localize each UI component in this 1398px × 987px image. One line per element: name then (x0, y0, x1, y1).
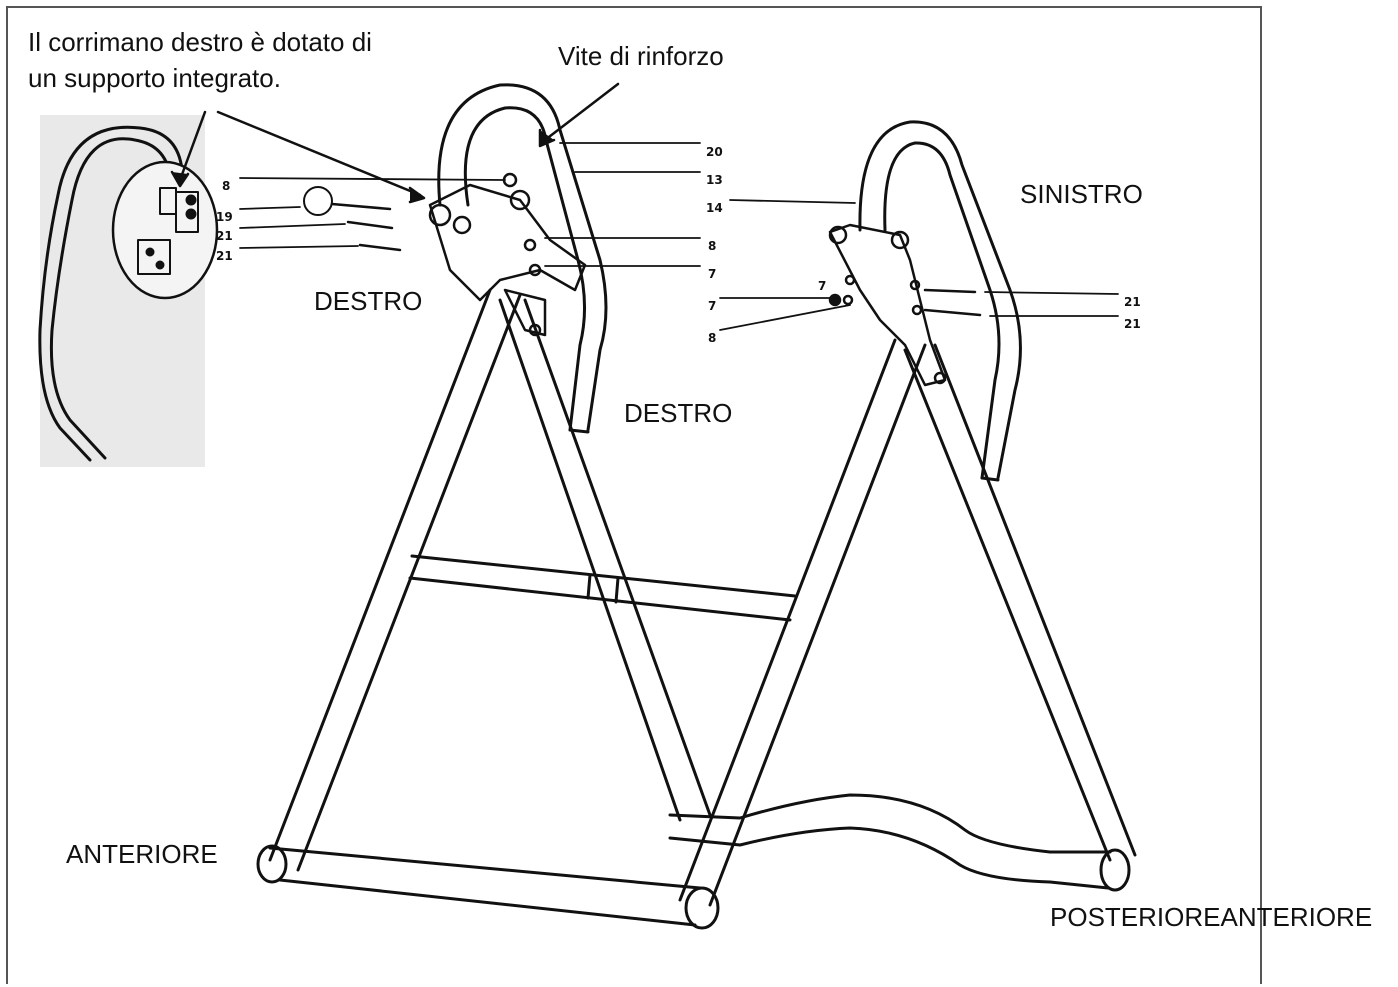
right-bracket-assembly (303, 172, 587, 337)
left-handrail (858, 120, 1022, 482)
part-number-13: 13 (706, 173, 723, 187)
left-bracket-assembly (828, 223, 982, 387)
part-number-21: 21 (216, 229, 233, 243)
label-anteriore: ANTERIORE (66, 839, 218, 869)
part-number-21: 21 (1124, 317, 1141, 331)
part-number-19: 19 (216, 210, 233, 224)
right-handrail (437, 83, 608, 434)
label-destro-left: DESTRO (314, 286, 423, 316)
label-destro-right: DESTRO (624, 398, 733, 428)
part-number-7: 7 (708, 299, 717, 313)
part-number-14: 14 (706, 201, 723, 215)
diagram-frame (6, 6, 1262, 984)
part-number-7: 7 (708, 267, 717, 281)
main-frame (256, 288, 1137, 930)
part-number-8: 8 (708, 239, 717, 253)
part-leader-lines (239, 142, 1119, 331)
part-number-21: 21 (1124, 295, 1141, 309)
callout-arrows (170, 82, 620, 204)
handrail-note-line2: un supporto integrato. (28, 63, 281, 93)
part-number-20: 20 (706, 145, 723, 159)
part-number-21: 21 (216, 249, 233, 263)
label-sinistro: SINISTRO (1020, 179, 1143, 209)
handrail-note-line1: Il corrimano destro è dotato di (28, 27, 372, 57)
handrail-detail-inset (38, 115, 219, 467)
handrail-note: Il corrimano destro è dotato di un suppo… (28, 24, 372, 96)
part-number-8: 8 (708, 331, 717, 345)
part-number-7: 7 (818, 279, 827, 293)
label-posteriore-anteriore: POSTERIOREANTERIORE (1050, 902, 1373, 932)
reinforcement-screw-note: Vite di rinforzo (558, 41, 724, 71)
part-number-8: 8 (222, 179, 231, 193)
